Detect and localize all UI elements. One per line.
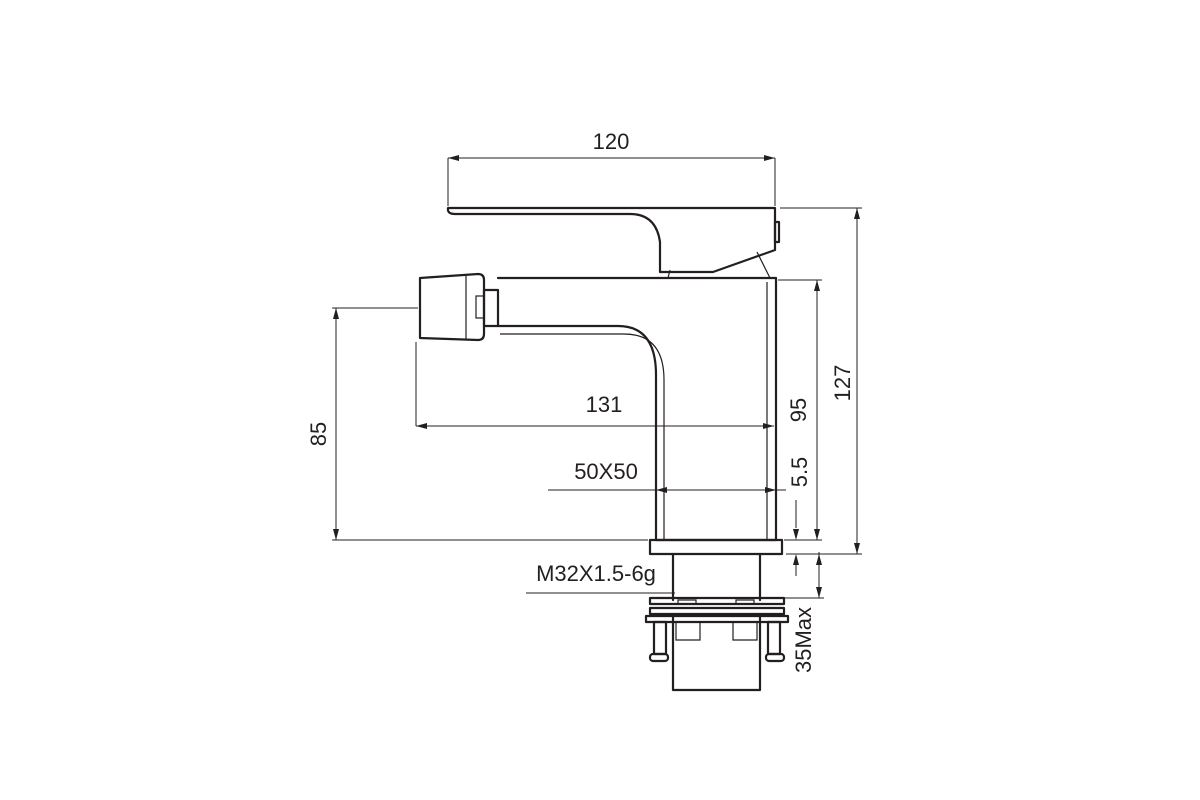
mixer-body: [496, 276, 778, 542]
lever-joint: [667, 251, 771, 279]
deck-thickness-label: 35Max: [791, 607, 816, 673]
dimension-spout-reach: 131: [415, 342, 774, 429]
dimension-body-section: 50X50: [548, 459, 786, 493]
dimension-spout-height: 95: [778, 279, 822, 541]
spray-nozzle: [418, 272, 486, 342]
dimension-thread: M32X1.5-6g: [526, 561, 675, 594]
outlet-height-label: 85: [306, 422, 331, 446]
thread-label: M32X1.5-6g: [536, 561, 656, 586]
flange-thickness-label: 5.5: [787, 457, 812, 488]
nozzle-connector: [482, 288, 500, 328]
dimension-deck-thickness: 35Max: [784, 552, 824, 673]
spout-reach-label: 131: [586, 392, 623, 417]
dimension-flange-thickness: 5.5: [787, 457, 812, 576]
lever-button: [773, 220, 781, 244]
lever-handle: [446, 206, 777, 274]
faucet-outline: [418, 206, 790, 692]
mounting-hardware: [644, 596, 790, 692]
dimension-total-height: 127: [780, 207, 862, 555]
body-section-label: 50X50: [574, 459, 638, 484]
lever-length-label: 120: [593, 129, 630, 154]
dimension-outlet-height: 85: [306, 307, 648, 541]
body-inner-curve: [500, 333, 665, 381]
nozzle-neck: [475, 295, 485, 319]
spout-height-label: 95: [786, 398, 811, 422]
dimension-lever-length: 120: [447, 129, 776, 206]
total-height-label: 127: [830, 365, 855, 402]
base-flange: [648, 538, 784, 556]
